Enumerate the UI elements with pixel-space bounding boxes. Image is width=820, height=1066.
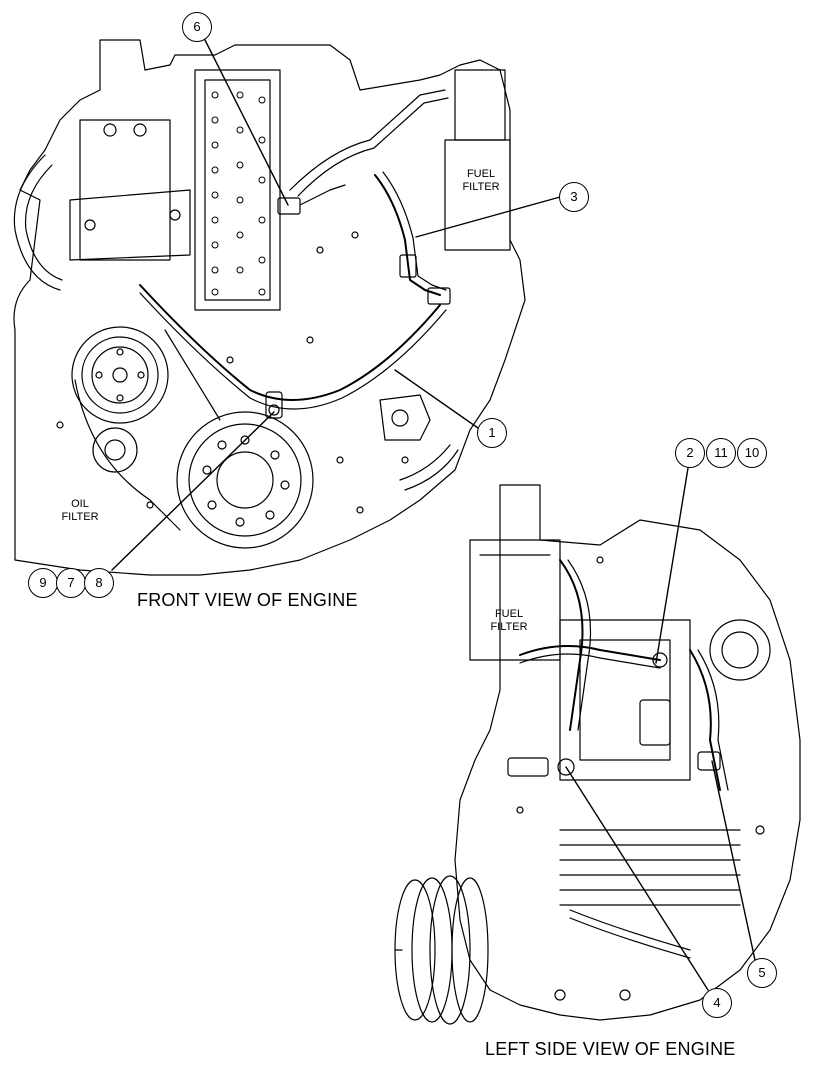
fuel-filter-label-front: FUEL FILTER: [462, 168, 500, 193]
callout-8: 8: [84, 568, 114, 598]
side-pulleys: [394, 875, 489, 1025]
callout-2: 2: [675, 438, 705, 468]
callout-3: 3: [559, 182, 589, 212]
callout-1: 1: [477, 418, 507, 448]
front-view-engine-drawing: [13, 39, 526, 576]
oil-filter-label: OIL FILTER: [61, 498, 99, 523]
callout-6: 6: [182, 12, 212, 42]
timing-plate-holes: [211, 91, 266, 296]
front-view-caption: FRONT VIEW OF ENGINE: [137, 590, 358, 610]
crankshaft-damper: [176, 411, 314, 549]
callout-10: 10: [737, 438, 767, 468]
callout-11: 11: [706, 438, 736, 468]
callout-4: 4: [702, 988, 732, 1018]
left-side-view-caption: LEFT SIDE VIEW OF ENGINE: [485, 1039, 736, 1059]
callout-5: 5: [747, 958, 777, 988]
callout-9: 9: [28, 568, 58, 598]
leader-lines: [111, 37, 756, 991]
left-side-view-engine-drawing: [394, 484, 801, 1025]
fuel-filter-label-side: FUEL FILTER: [490, 608, 528, 633]
water-pump-pulley: [71, 326, 169, 424]
callout-7: 7: [56, 568, 86, 598]
